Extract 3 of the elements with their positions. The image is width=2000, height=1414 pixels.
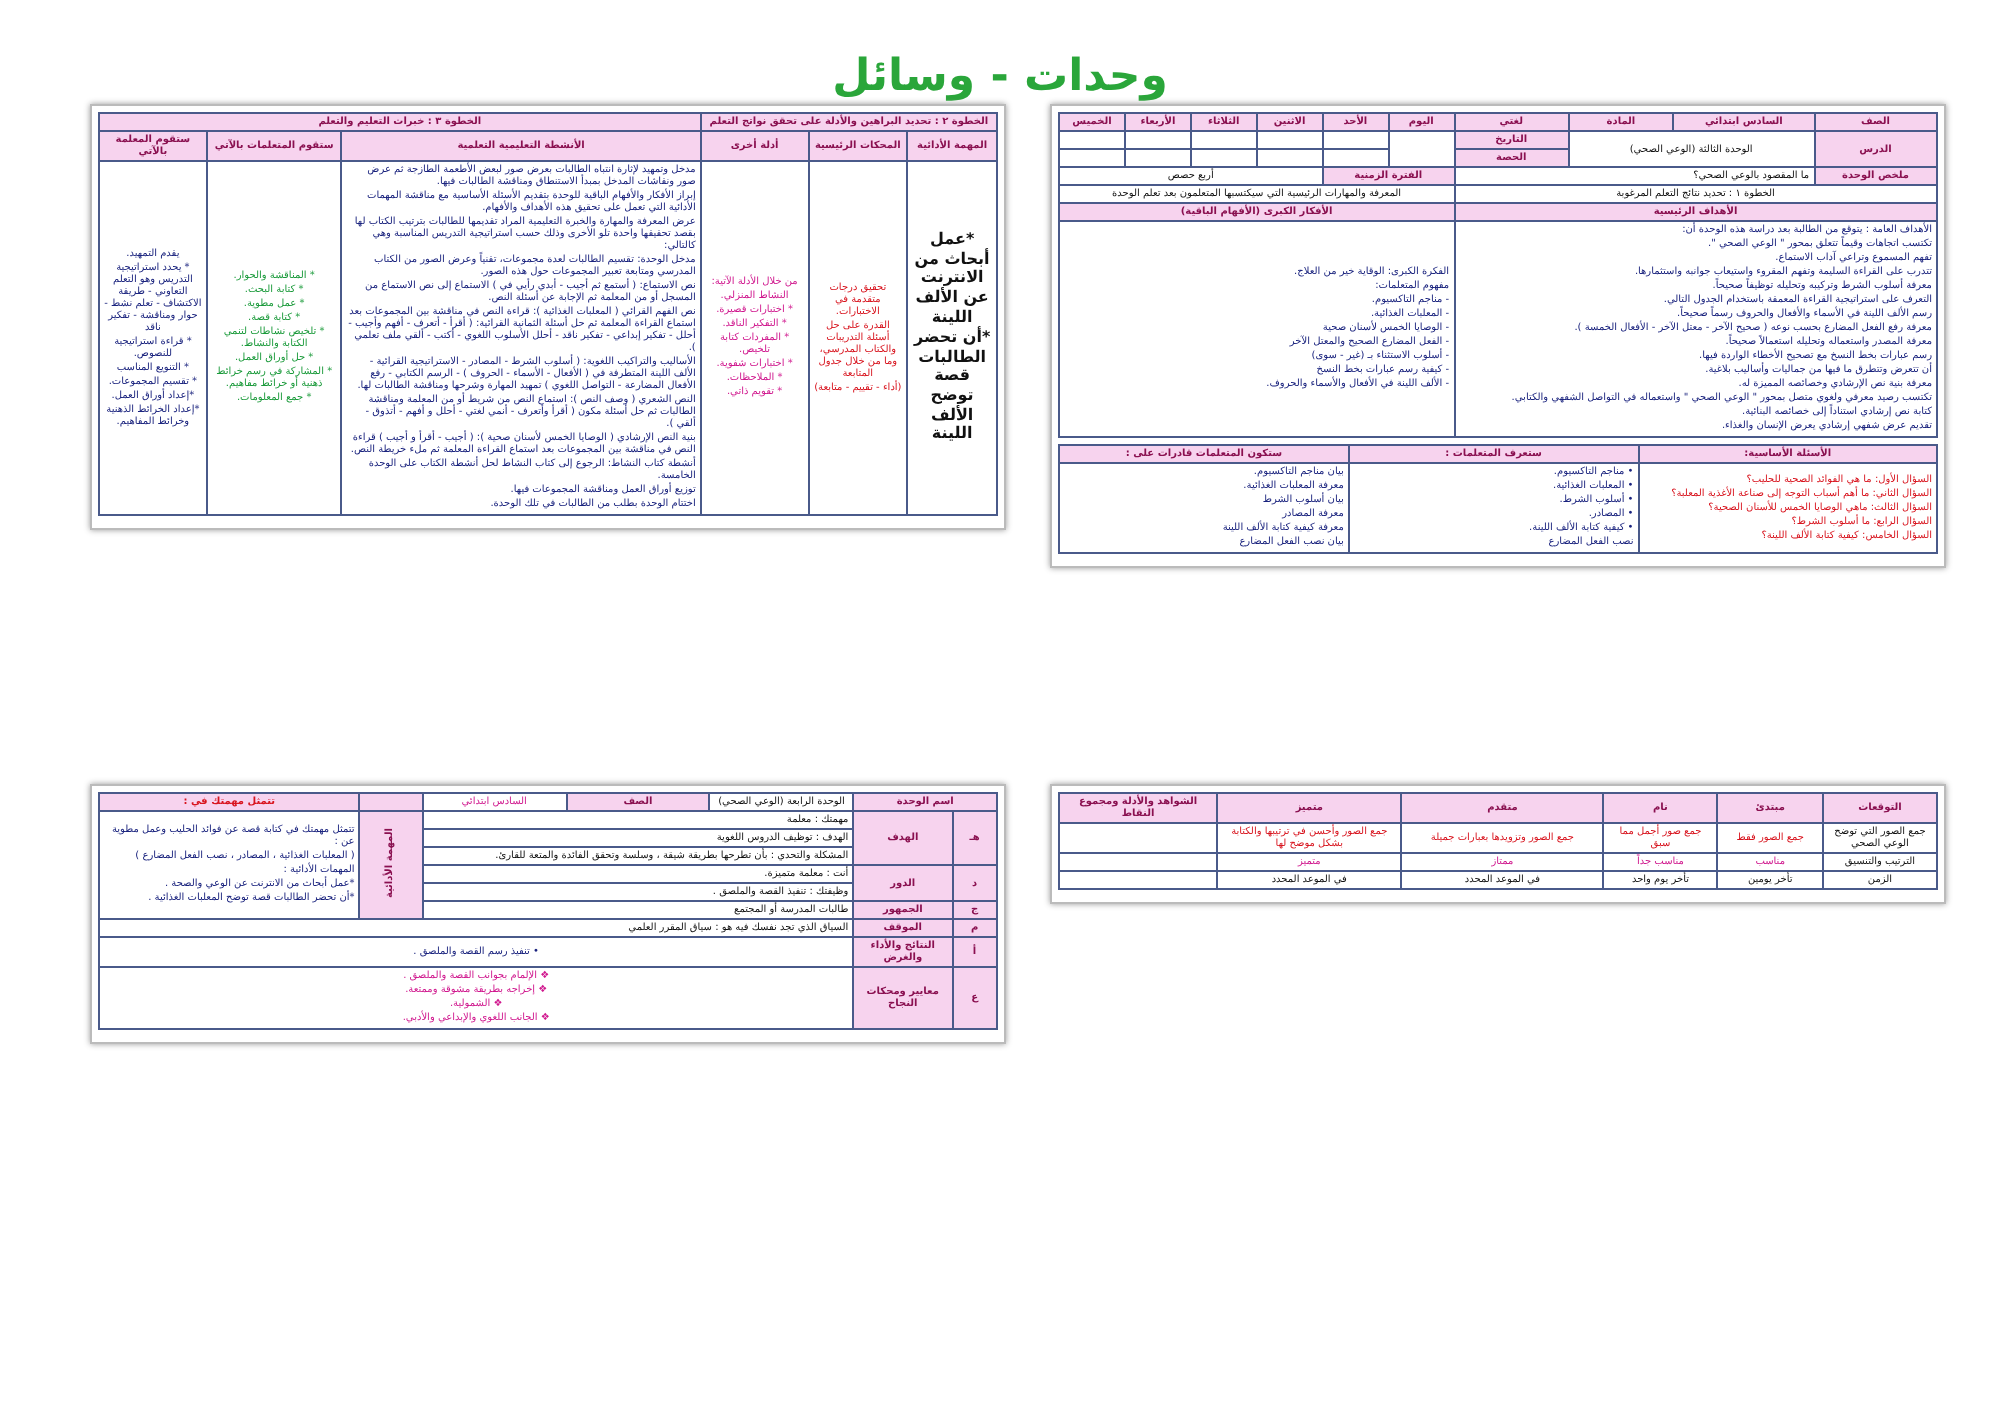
page-title: وحدات - وسائل <box>830 52 1170 102</box>
task-text: *عمل أبحاث من الانترنت عن الألف اللينة <box>912 230 992 326</box>
task-text: *أن تحضر الطالبات قصة توضح الألف اللينة <box>912 328 992 444</box>
